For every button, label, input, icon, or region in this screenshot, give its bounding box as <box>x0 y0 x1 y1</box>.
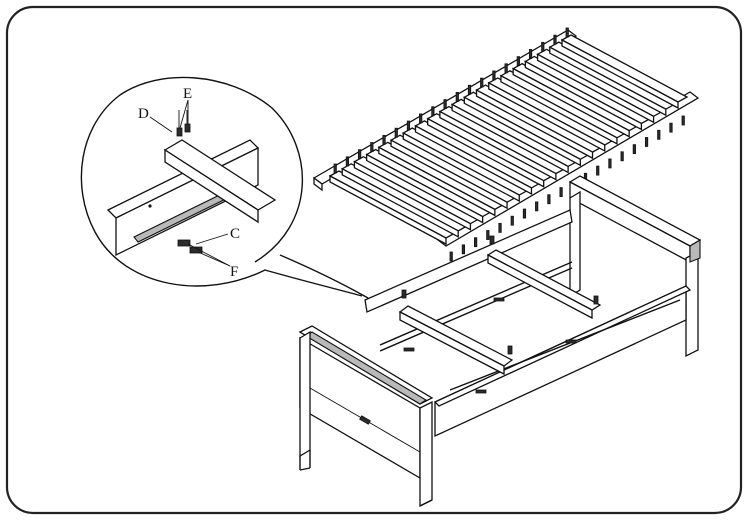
screw-hole <box>148 204 152 208</box>
slat-pin <box>632 144 636 155</box>
slat-pin <box>498 222 502 233</box>
slat-side <box>365 153 484 224</box>
slat-pin <box>358 149 362 160</box>
slat-pin <box>455 92 459 102</box>
slat-pin <box>596 165 600 176</box>
slat-pin <box>541 41 545 52</box>
slat-pin <box>657 129 661 140</box>
outer-frame <box>5 5 743 515</box>
callout-f-label: F <box>230 264 238 280</box>
slats-group <box>328 27 689 262</box>
slat-side <box>512 67 630 138</box>
bed-fittings <box>401 235 599 394</box>
bed-frame <box>298 175 702 508</box>
slat-side <box>353 160 472 231</box>
slat-pin <box>528 49 533 59</box>
slat-pin <box>620 151 624 162</box>
slat-side <box>341 167 459 238</box>
slat-pin <box>443 99 447 109</box>
slat-pin <box>669 122 673 133</box>
slat-pin <box>431 106 435 117</box>
slat-roll <box>312 27 700 262</box>
slat-pin <box>394 127 398 138</box>
slat-side <box>475 89 594 160</box>
callout-d-label: D <box>138 106 149 122</box>
slat-side <box>439 110 557 181</box>
slat-side <box>451 103 569 174</box>
slat-pin <box>553 34 557 45</box>
slat-pin <box>644 137 649 147</box>
slat-side <box>402 131 520 203</box>
slat-side <box>500 74 618 145</box>
magnifier-bubble: E D C F <box>80 76 369 299</box>
slat-side <box>329 174 447 246</box>
slat-side <box>414 124 533 195</box>
slat-pin <box>419 113 423 124</box>
slat-pin <box>474 237 478 248</box>
slat-pin <box>516 56 520 67</box>
slat-pin <box>382 134 386 145</box>
slat-pin <box>547 194 551 205</box>
slat-pin <box>345 156 350 167</box>
slat-side <box>536 53 655 124</box>
slat-pin <box>510 215 514 226</box>
slat-pin <box>486 230 490 240</box>
slat-pin <box>681 115 685 126</box>
slat-pin <box>333 163 337 174</box>
slat-side <box>390 139 508 210</box>
slat-pin <box>608 158 612 169</box>
slat-side <box>549 46 667 117</box>
slat-pin <box>467 84 472 95</box>
slat-pin <box>461 244 466 255</box>
slat-side <box>463 96 581 167</box>
slat-side <box>561 38 679 110</box>
slat-side <box>524 60 643 131</box>
slat-side <box>427 117 545 188</box>
slat-side <box>378 146 496 217</box>
callout-c-label: C <box>230 226 240 242</box>
slat-pin <box>480 77 484 88</box>
slat-pin <box>559 187 563 197</box>
slat-pin <box>492 70 496 81</box>
callout-e-label: E <box>183 86 192 102</box>
slat-pin <box>406 120 411 131</box>
slat-pin <box>504 63 508 74</box>
slat-pin <box>370 142 374 152</box>
slat-pin <box>565 27 569 38</box>
slat-pin <box>535 201 539 212</box>
slat-pin <box>449 251 453 262</box>
slat-side <box>488 81 606 153</box>
slat-pin <box>522 208 527 219</box>
